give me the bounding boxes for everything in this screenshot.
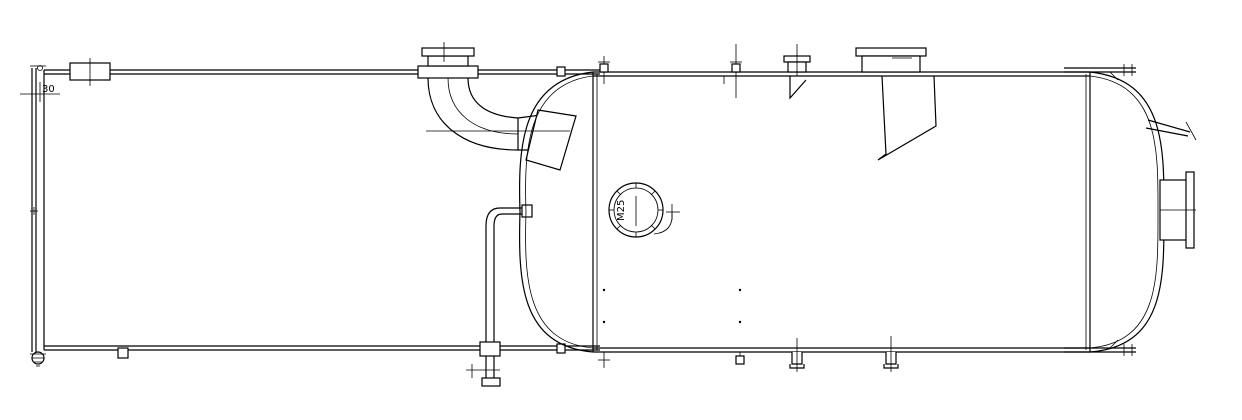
drain-fitting — [117, 347, 129, 359]
top-nozzle-mid — [723, 44, 742, 98]
support-frame — [30, 65, 600, 367]
bottom-nozzle-2 — [735, 352, 745, 365]
bottom-nozzle-1 — [598, 352, 610, 368]
top-right-bracket — [1064, 64, 1136, 81]
top-nozzle-left — [598, 56, 610, 84]
dimension-callout: 30 — [20, 82, 60, 102]
bottom-right-bracket — [1064, 339, 1136, 356]
dimension-label: 30 — [42, 84, 55, 95]
shell-lug-marks — [602, 288, 742, 324]
bottom-nozzle-3 — [789, 338, 805, 372]
manhole-label: M25 — [616, 200, 627, 221]
rail-fittings — [556, 66, 566, 354]
inlet-elbow-nozzle — [417, 42, 577, 171]
side-pipe — [466, 204, 533, 387]
top-inlet-nozzle — [855, 47, 937, 161]
manhole: M25 — [608, 182, 680, 238]
lifting-lug — [1145, 119, 1197, 141]
bottom-nozzle-4 — [883, 336, 899, 372]
outlet-nozzle — [1159, 171, 1196, 249]
top-nozzle-vent — [783, 44, 811, 100]
inline-valve — [69, 58, 111, 86]
